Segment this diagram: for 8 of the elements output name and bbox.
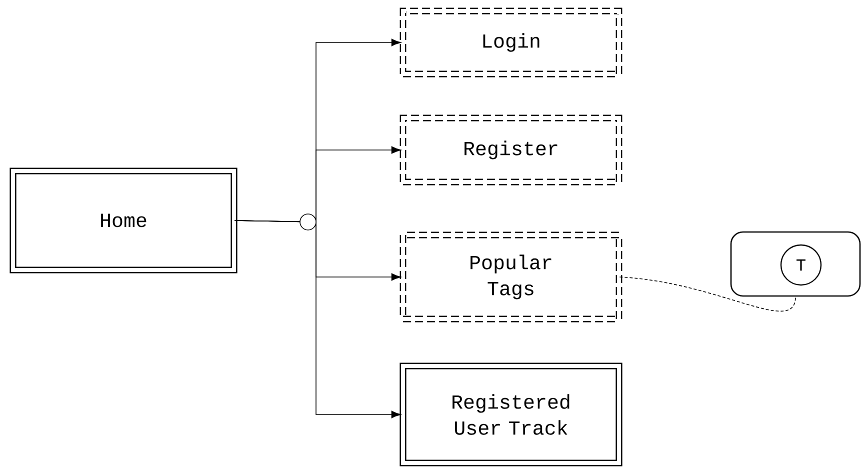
connector (619, 276, 796, 312)
page-box: Home (10, 168, 238, 274)
optional-page-box: Popular Tags (400, 232, 622, 322)
arrow (234, 220, 402, 418)
optional-page-box: Login (400, 8, 622, 78)
component-box (730, 231, 861, 297)
page-box: Registered User Track (400, 362, 622, 466)
optional-page-box: Register (400, 114, 622, 186)
